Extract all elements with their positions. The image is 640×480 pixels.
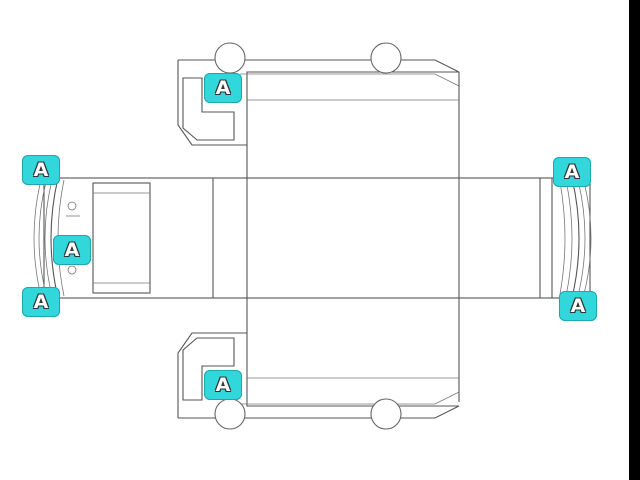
marker-box [204,73,242,103]
marker-box [204,370,242,400]
front-light-bottom [67,265,77,275]
marker-cab-bottom[interactable]: A [204,370,242,400]
front-window [92,182,151,294]
marker-cab-top[interactable]: A [204,73,242,103]
marker-label: A [64,239,80,261]
wheel-top-front [214,42,246,74]
side-panel-bottom [177,332,460,419]
edge-bar [629,0,640,480]
marker-front-middle[interactable]: A [53,235,91,265]
marker-label: A [215,374,231,396]
marker-label: A [570,295,586,317]
marker-rear-bottom[interactable]: A [559,291,597,321]
marker-box [22,155,60,185]
front-bumper [50,177,59,299]
marker-rear-top[interactable]: A [553,157,591,187]
marker-front-bottom[interactable]: A [22,287,60,317]
marker-label: A [33,159,49,181]
rear-bumper [571,177,580,299]
marker-label: A [215,77,231,99]
wheel-bottom-rear [370,398,402,430]
marker-box [559,291,597,321]
marker-box [553,157,591,187]
marker-label: A [33,291,49,313]
body-outline [43,177,591,299]
marker-front-top[interactable]: A [22,155,60,185]
marker-box [22,287,60,317]
front-light-top [67,201,77,211]
marker-box [53,235,91,265]
wheel-top-rear [370,42,402,74]
marker-label: A [564,161,580,183]
side-panel-top [177,59,460,146]
wheel-bottom-front [214,398,246,430]
